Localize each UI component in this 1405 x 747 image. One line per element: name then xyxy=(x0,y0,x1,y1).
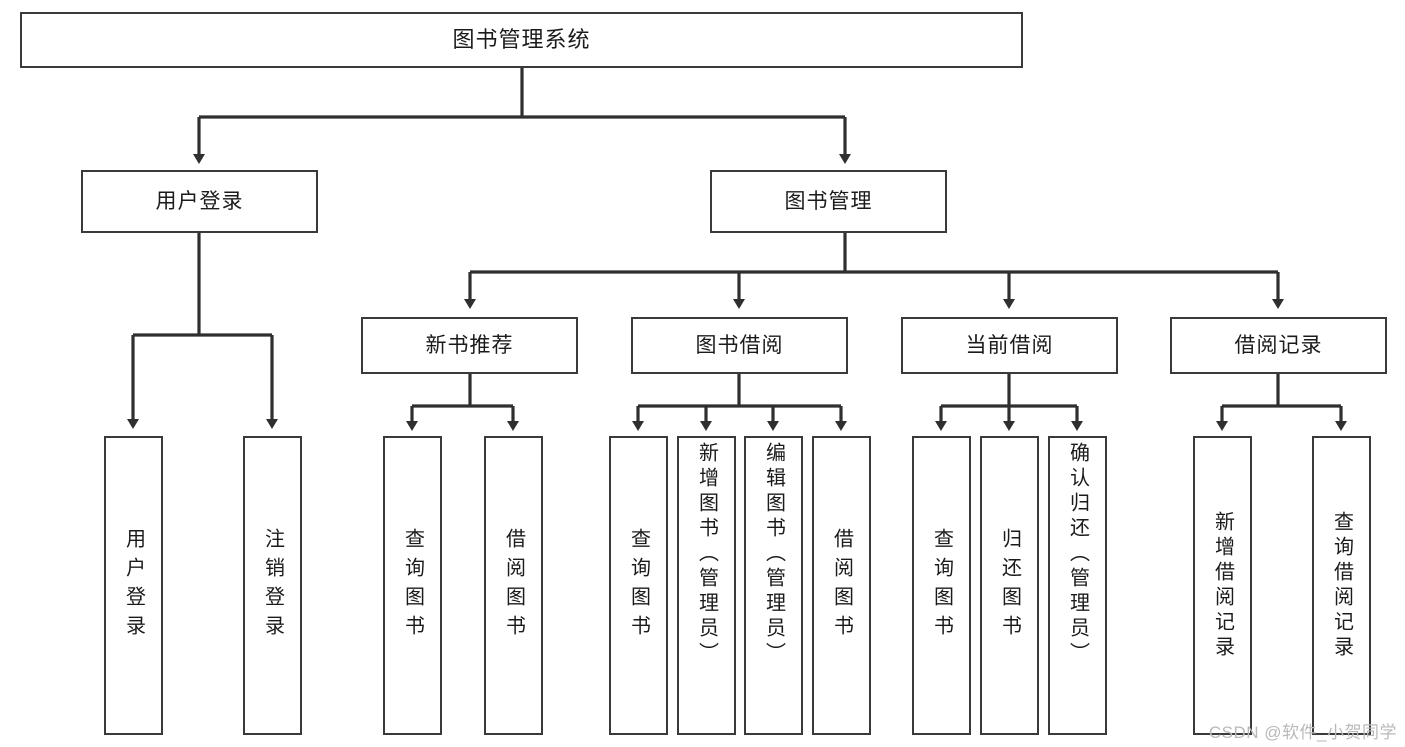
node-label: 查询借阅记录 xyxy=(1330,510,1353,661)
watermark: CSDN @软件_小贺同学 xyxy=(1208,723,1397,742)
leaf-confirm-return-admin[interactable]: 确认归还（管理员） xyxy=(1048,436,1107,735)
node-borrow-record[interactable]: 借阅记录 xyxy=(1170,317,1387,374)
node-label: 图书管理系统 xyxy=(452,26,591,52)
node-label: 注销登录 xyxy=(261,527,284,644)
node-label: 当前借阅 xyxy=(965,333,1054,357)
leaf-query-borrow-record[interactable]: 查询借阅记录 xyxy=(1312,436,1371,735)
node-label: 确认归还（管理员） xyxy=(1066,442,1089,667)
node-label: 借阅图书 xyxy=(830,527,853,644)
node-label: 查询图书 xyxy=(627,527,650,644)
leaf-user-logout[interactable]: 注销登录 xyxy=(243,436,302,735)
node-book-borrow[interactable]: 图书借阅 xyxy=(631,317,848,374)
node-label: 借阅图书 xyxy=(502,527,525,644)
node-label: 借阅记录 xyxy=(1234,333,1323,357)
leaf-new-book-query[interactable]: 查询图书 xyxy=(383,436,442,735)
leaf-book-borrow-action[interactable]: 借阅图书 xyxy=(812,436,871,735)
node-label: 用户登录 xyxy=(122,527,145,644)
node-label: 新增借阅记录 xyxy=(1211,510,1234,661)
node-book-management[interactable]: 图书管理 xyxy=(710,170,947,233)
node-current-borrow[interactable]: 当前借阅 xyxy=(901,317,1118,374)
leaf-current-query[interactable]: 查询图书 xyxy=(912,436,971,735)
leaf-user-login[interactable]: 用户登录 xyxy=(104,436,163,735)
node-label: 查询图书 xyxy=(401,527,424,644)
leaf-add-borrow-record[interactable]: 新增借阅记录 xyxy=(1193,436,1252,735)
leaf-new-book-borrow[interactable]: 借阅图书 xyxy=(484,436,543,735)
node-user-login[interactable]: 用户登录 xyxy=(81,170,318,233)
node-label: 图书借阅 xyxy=(695,333,784,357)
node-label: 新书推荐 xyxy=(425,333,514,357)
node-label: 查询图书 xyxy=(930,527,953,644)
leaf-book-borrow-query[interactable]: 查询图书 xyxy=(609,436,668,735)
node-root-book-management-system[interactable]: 图书管理系统 xyxy=(20,12,1023,68)
node-label: 编辑图书（管理员） xyxy=(762,442,785,667)
node-label: 用户登录 xyxy=(155,189,244,213)
leaf-book-edit-admin[interactable]: 编辑图书（管理员） xyxy=(744,436,803,735)
node-new-book-recommend[interactable]: 新书推荐 xyxy=(361,317,578,374)
leaf-book-add-admin[interactable]: 新增图书（管理员） xyxy=(677,436,736,735)
leaf-current-return[interactable]: 归还图书 xyxy=(980,436,1039,735)
node-label: 归还图书 xyxy=(998,527,1021,644)
node-label: 新增图书（管理员） xyxy=(695,442,718,667)
node-label: 图书管理 xyxy=(784,189,873,213)
